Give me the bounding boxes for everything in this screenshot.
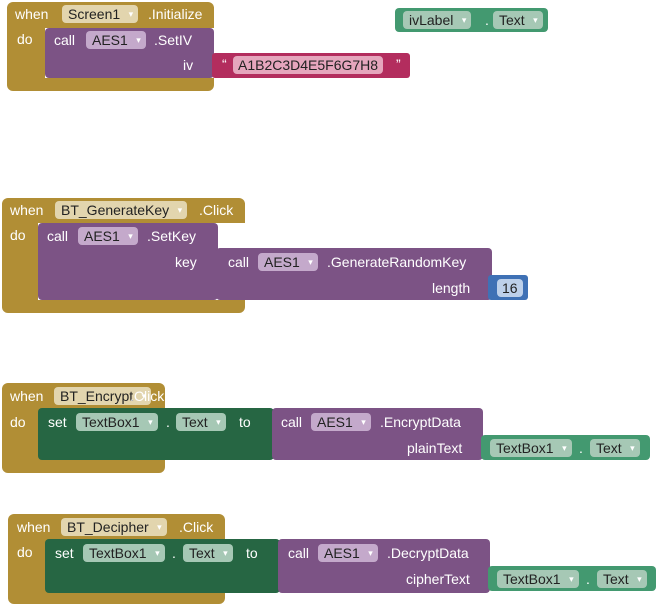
arg-label: iv	[183, 57, 194, 73]
arg-label: key	[175, 254, 197, 270]
aes-dropdown[interactable]: AES1	[78, 227, 138, 245]
dot-label: .	[485, 12, 489, 28]
method-label: .EncryptData	[380, 414, 461, 430]
component-dropdown[interactable]: BT_GenerateKey	[55, 201, 188, 219]
length-number-field[interactable]: 16	[497, 279, 523, 297]
component-dropdown[interactable]: BT_Decipher	[61, 518, 167, 536]
aes-dropdown[interactable]: AES1	[258, 253, 318, 271]
arg-label: plainText	[407, 440, 463, 456]
event-label: .Initialize	[148, 6, 203, 22]
set-label: set	[48, 414, 67, 430]
dot-label: .	[172, 545, 176, 561]
call-label: call	[288, 545, 310, 561]
dot-label: .	[579, 440, 583, 456]
do-label: do	[10, 227, 26, 243]
property-dropdown[interactable]: Text	[183, 544, 233, 562]
to-label: to	[239, 414, 251, 430]
quote-close: ”	[396, 56, 401, 72]
do-label: do	[17, 544, 33, 560]
when-label: when	[10, 388, 44, 404]
aes-dropdown[interactable]: AES1	[311, 413, 371, 431]
call-encryptdata-block[interactable]	[272, 408, 483, 460]
method-label: .GenerateRandomKey	[327, 254, 467, 270]
component-dropdown[interactable]: TextBox1	[497, 570, 579, 588]
when-label: when	[10, 202, 44, 218]
dot-label: .	[166, 414, 170, 430]
quote-open: “	[222, 56, 227, 72]
component-dropdown[interactable]: BT_Encrypt	[54, 387, 152, 405]
iv-text-field[interactable]: A1B2C3D4E5F6G7H8	[233, 56, 384, 74]
method-label: .SetIV	[154, 32, 193, 48]
property-dropdown[interactable]: Text	[493, 11, 543, 29]
property-dropdown[interactable]: Text	[597, 570, 647, 588]
set-label: set	[55, 545, 74, 561]
arg-label: cipherText	[406, 571, 470, 587]
call-label: call	[47, 228, 69, 244]
event-label: .Click	[130, 388, 165, 404]
component-dropdown[interactable]: ivLabel	[403, 11, 472, 29]
component-dropdown[interactable]: TextBox1	[76, 413, 158, 431]
when-label: when	[17, 519, 51, 535]
do-label: do	[10, 414, 26, 430]
event-label: .Click	[199, 202, 234, 218]
call-label: call	[54, 32, 76, 48]
aes-dropdown[interactable]: AES1	[318, 544, 378, 562]
call-label: call	[228, 254, 250, 270]
component-dropdown[interactable]: Screen1	[62, 5, 139, 23]
arg-label: length	[432, 280, 471, 296]
component-dropdown[interactable]: TextBox1	[490, 439, 572, 457]
to-label: to	[246, 545, 258, 561]
do-label: do	[17, 31, 33, 47]
when-label: when	[15, 6, 49, 22]
property-dropdown[interactable]: Text	[176, 413, 226, 431]
dot-label: .	[586, 571, 590, 587]
call-decryptdata-block[interactable]	[278, 539, 490, 593]
method-label: .DecryptData	[387, 545, 469, 561]
method-label: .SetKey	[147, 228, 197, 244]
component-dropdown[interactable]: TextBox1	[83, 544, 165, 562]
aes-dropdown[interactable]: AES1	[86, 31, 146, 49]
property-dropdown[interactable]: Text	[590, 439, 640, 457]
event-label: .Click	[179, 519, 214, 535]
call-label: call	[281, 414, 303, 430]
